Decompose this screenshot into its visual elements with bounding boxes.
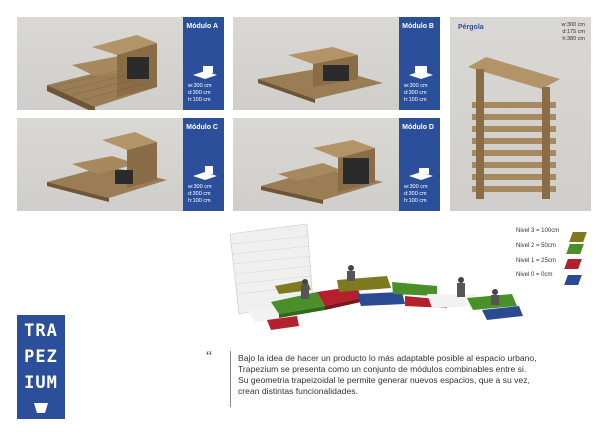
module-d-diagram-icon	[409, 168, 433, 180]
logo-line-1: TRA	[24, 321, 58, 341]
logo-line-2: PEZ	[24, 347, 58, 367]
legend-label-3: Nivel 3 = 100cm	[516, 228, 560, 234]
module-a-render	[47, 35, 157, 110]
module-b-diagram-icon	[409, 66, 433, 79]
module-c-diagram-icon	[193, 166, 217, 180]
module-b-render	[258, 47, 383, 103]
legend-swatch-1	[564, 259, 582, 269]
trapezoid-icon	[34, 403, 48, 413]
module-a-title: Módulo A	[186, 23, 218, 30]
pergola-render	[468, 57, 560, 199]
quote-rule	[230, 351, 231, 407]
module-a-diagram-icon	[193, 66, 217, 79]
module-c-title: Módulo C	[186, 124, 218, 131]
legend-swatch-0	[564, 275, 582, 285]
module-d-render	[261, 140, 383, 204]
trapezium-logo: TRA PEZ IUM	[17, 315, 65, 419]
module-b-title: Módulo B	[402, 23, 434, 30]
legend-label-1: Nivel 1 = 25cm	[516, 258, 556, 264]
composition-render	[229, 223, 523, 330]
description-text: Bajo la idea de hacer un producto lo más…	[238, 353, 537, 396]
quote-mark: “	[206, 349, 213, 364]
module-c-render	[47, 132, 167, 202]
module-d-title: Módulo D	[402, 124, 434, 131]
logo-line-3: IUM	[24, 373, 58, 393]
legend-label-2: Nivel 2 = 50cm	[516, 243, 556, 249]
legend-swatch-3	[569, 232, 587, 242]
legend-label-0: Nivel 0 = 0cm	[516, 272, 553, 278]
pergola-title: Pérgola	[458, 24, 484, 31]
legend-swatch-2	[566, 244, 584, 254]
